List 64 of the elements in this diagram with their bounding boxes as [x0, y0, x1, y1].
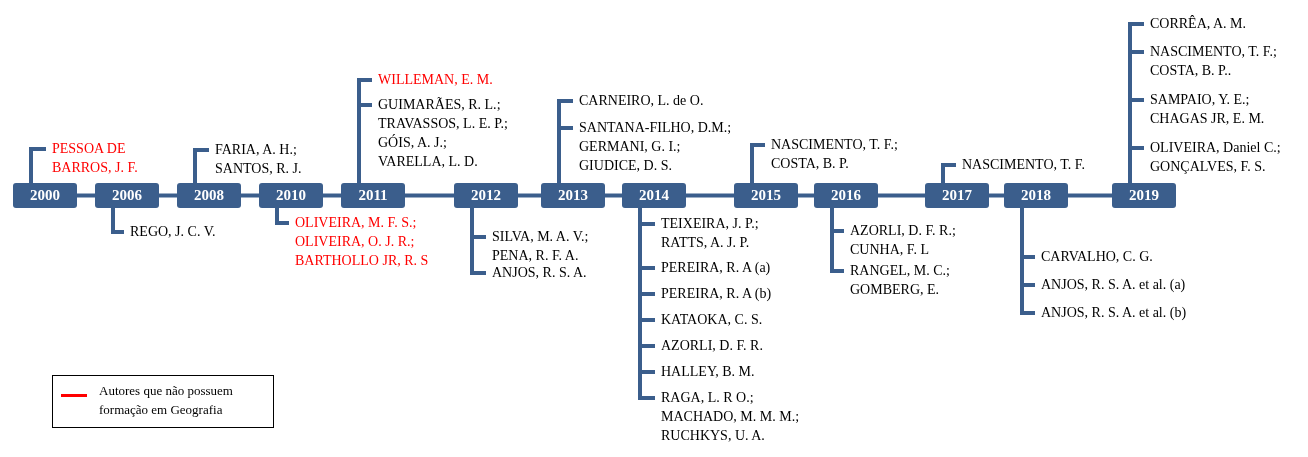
year-box: 2018	[1004, 183, 1068, 208]
timeline-line	[798, 193, 814, 198]
author-name: ANJOS, R. S. A. et al. (b)	[1035, 303, 1187, 322]
author-name: PEREIRA, R. A (b)	[655, 284, 772, 303]
author-name: NASCIMENTO, T. F.	[956, 155, 1085, 174]
bracket-line	[357, 103, 372, 183]
author-name: RAGA, L. R O.; MACHADO, M. M. M.; RUCHKYS, U. A.	[655, 388, 800, 445]
timeline-line	[405, 193, 454, 198]
year-box: 2000	[13, 183, 77, 208]
year-box: 2016	[814, 183, 878, 208]
author-name: SAMPAIO, Y. E.; CHAGAS JR, E. M.	[1144, 90, 1265, 128]
author-name: NASCIMENTO, T. F.; COSTA, B. P.	[765, 135, 898, 173]
author-name: ANJOS, R. S. A.	[486, 263, 587, 282]
author-name: FARIA, A. H.; SANTOS, R. J.	[209, 140, 302, 178]
timeline-line	[605, 193, 622, 198]
timeline-line	[518, 193, 541, 198]
year-box: 2017	[925, 183, 989, 208]
author-name: AZORLI, D. F. R.; CUNHA, F. L	[844, 221, 956, 259]
year-box: 2015	[734, 183, 798, 208]
timeline-line	[159, 193, 177, 198]
bracket-line	[193, 148, 209, 183]
bracket-line	[750, 143, 765, 183]
author-name: SILVA, M. A. V.; PENA, R. F. A.	[486, 227, 589, 265]
bracket-line	[557, 126, 573, 183]
bracket-line	[275, 208, 289, 225]
timeline-line	[241, 193, 259, 198]
year-box: 2019	[1112, 183, 1176, 208]
timeline-line	[1068, 193, 1112, 198]
year-box: 2008	[177, 183, 241, 208]
bracket-line	[1128, 146, 1144, 183]
timeline-line	[77, 193, 95, 198]
bracket-line	[111, 208, 124, 234]
author-name: PEREIRA, R. A (a)	[655, 258, 771, 277]
author-name: HALLEY, B. M.	[655, 362, 755, 381]
year-box: 2014	[622, 183, 686, 208]
author-name: AZORLI, D. F. R.	[655, 336, 763, 355]
year-box: 2010	[259, 183, 323, 208]
bracket-line	[470, 208, 486, 275]
author-name: OLIVEIRA, Daniel C.; GONÇALVES, F. S.	[1144, 138, 1281, 176]
timeline-line	[323, 193, 341, 198]
author-name: NASCIMENTO, T. F.; COSTA, B. P..	[1144, 42, 1277, 80]
year-box: 2011	[341, 183, 405, 208]
author-name: OLIVEIRA, M. F. S.; OLIVEIRA, O. J. R.; BARTHOLLO JR, R. S	[289, 213, 429, 270]
author-name: ANJOS, R. S. A. et al. (a)	[1035, 275, 1186, 294]
timeline-line	[878, 193, 925, 198]
author-name: KATAOKA, C. S.	[655, 310, 763, 329]
author-name: TEIXEIRA, J. P.; RATTS, A. J. P.	[655, 214, 759, 252]
legend-text: Autores que não possuem formação em Geografia	[99, 382, 234, 419]
timeline-line	[989, 193, 1004, 198]
author-name: RANGEL, M. C.; GOMBERG, E.	[844, 261, 950, 299]
author-name: WILLEMAN, E. M.	[372, 70, 493, 89]
author-name: GUIMARÃES, R. L.; TRAVASSOS, L. E. P.; GÓIS, A. J.; VARELLA, L. D.	[372, 95, 508, 171]
author-name: REGO, J. C. V.	[124, 222, 216, 241]
author-name: PESSOA DE BARROS, J. F.	[46, 139, 162, 177]
year-box: 2006	[95, 183, 159, 208]
bracket-line	[29, 147, 46, 183]
timeline-line	[686, 193, 734, 198]
year-box: 2012	[454, 183, 518, 208]
author-name: CARVALHO, C. G.	[1035, 247, 1153, 266]
author-name: SANTANA-FILHO, D.M.; GERMANI, G. I.; GIUDICE, D. S.	[573, 118, 732, 175]
bracket-line	[941, 163, 956, 183]
author-name: CORRÊA, A. M.	[1144, 14, 1247, 33]
author-name: CARNEIRO, L. de O.	[573, 91, 704, 110]
year-box: 2013	[541, 183, 605, 208]
